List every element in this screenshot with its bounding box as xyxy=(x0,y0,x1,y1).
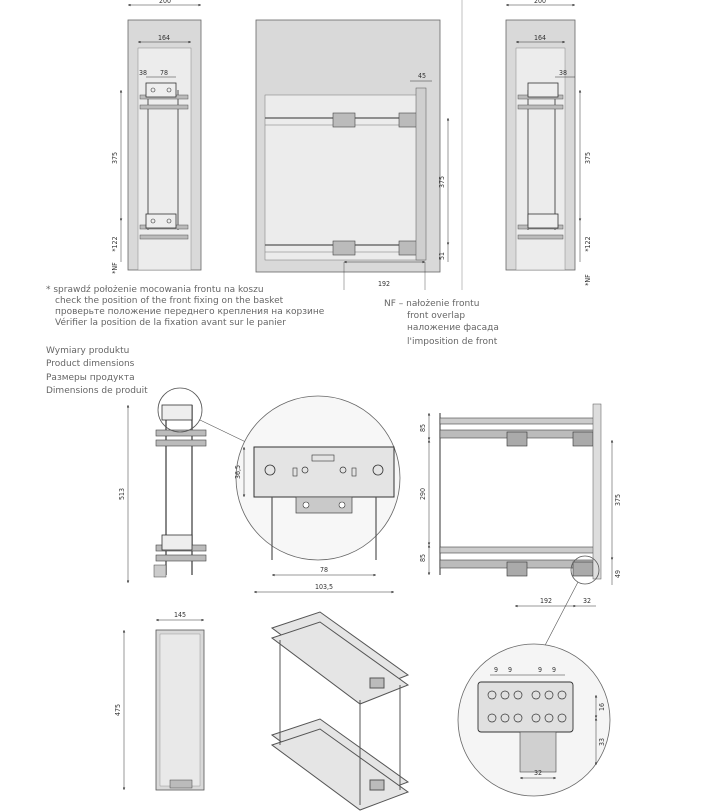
dim-offset-122: *122 xyxy=(584,236,592,251)
heading-pl: Wymiary produktu xyxy=(46,346,129,356)
dim-mid: 290 xyxy=(419,488,427,500)
nf-line-pl: NF – nałożenie frontu xyxy=(384,299,479,309)
dim-offset-b: 78 xyxy=(160,69,168,77)
nf-line-ru: наложение фасада xyxy=(407,323,499,333)
dim-foot: 49 xyxy=(614,570,622,578)
dim-total: 375 xyxy=(614,494,622,506)
note-line-pl: * sprawdź położenie mocowania frontu na … xyxy=(46,285,264,295)
heading-en: Product dimensions xyxy=(46,359,135,369)
front-overlap-note: NF – nałożenie frontu front overlap нало… xyxy=(384,299,499,347)
top-left-front-view: 200 164 38 78 375 *122 *NF xyxy=(111,0,202,274)
nf-line-en: front overlap xyxy=(407,311,465,321)
dim-small-width: 32 xyxy=(583,597,591,605)
heading-fr: Dimensions de produit xyxy=(46,386,148,396)
product-dimensions-heading: Wymiary produktu Product dimensions Разм… xyxy=(46,346,148,396)
zoom-circle xyxy=(157,387,203,433)
dim-offset-122: *122 xyxy=(111,236,119,251)
front-fixing-bracket-bottom xyxy=(145,213,177,229)
note-line-ru: проверьте положение переднего крепления … xyxy=(55,307,325,317)
top-middle-side-view: 45 375 51 192 xyxy=(255,0,463,290)
dim-top-offset: 45 xyxy=(418,72,426,80)
heading-ru: Размеры продукта xyxy=(46,373,135,383)
dim-height: 375 xyxy=(111,152,119,164)
dim-nf: *NF xyxy=(584,274,592,286)
dim-height: 375 xyxy=(584,152,592,164)
dim-offset-a: 38 xyxy=(139,69,147,77)
dim-nf: *NF xyxy=(111,262,119,274)
dim-bottom-width: 192 xyxy=(378,280,390,288)
note-line-en: check the position of the front fixing o… xyxy=(55,296,284,306)
dim-bottom-inner: 78 xyxy=(320,566,328,574)
basket-isometric-view xyxy=(270,611,410,811)
dim-width: 200 xyxy=(534,0,546,5)
nf-line-fr: l'imposition de front xyxy=(407,337,498,347)
fixing-holes-zoom: 9 9 9 9 16 33 32 xyxy=(457,643,611,797)
dim-height: 375 xyxy=(438,176,446,188)
dim-low: 51 xyxy=(438,252,446,260)
dim-top: 85 xyxy=(419,424,427,432)
front-panel-view: 145 475 xyxy=(114,611,205,791)
note-line-fr: Vérifier la position de la fixation avan… xyxy=(55,317,286,328)
top-right-front-view: 200 164 38 375 *122 *NF xyxy=(505,0,592,286)
dim-inner-width: 164 xyxy=(534,34,546,42)
dim-height: 36,5 xyxy=(234,465,242,479)
dim-bottom-width: 192 xyxy=(540,597,552,605)
front-fixing-bracket-top xyxy=(145,82,177,98)
front-fixing-note: * sprawdź położenie mocowania frontu na … xyxy=(46,285,325,328)
dim-offset-a: 38 xyxy=(559,69,567,77)
dim-top-b: 9 xyxy=(508,666,512,674)
dim-height: 475 xyxy=(114,704,122,716)
basket-front-view: 513 xyxy=(118,387,253,583)
dim-height: 513 xyxy=(118,488,126,500)
dim-top-c: 9 xyxy=(538,666,542,674)
dim-width: 145 xyxy=(174,611,186,619)
dim-top-a: 9 xyxy=(494,666,498,674)
dim-width: 200 xyxy=(159,0,171,5)
dim-top-d: 9 xyxy=(552,666,556,674)
dim-bottom: 32 xyxy=(534,769,542,777)
dim-bottom-outer: 103,5 xyxy=(315,583,333,591)
dim-inner-width: 164 xyxy=(158,34,170,42)
dim-low: 85 xyxy=(419,554,427,562)
basket-side-view: 85 290 85 375 49 192 32 xyxy=(419,403,622,656)
dim-right-b: 33 xyxy=(598,738,606,746)
fixing-detail-zoom: 36,5 78 103,5 xyxy=(234,395,401,594)
dim-right-a: 16 xyxy=(598,703,606,711)
